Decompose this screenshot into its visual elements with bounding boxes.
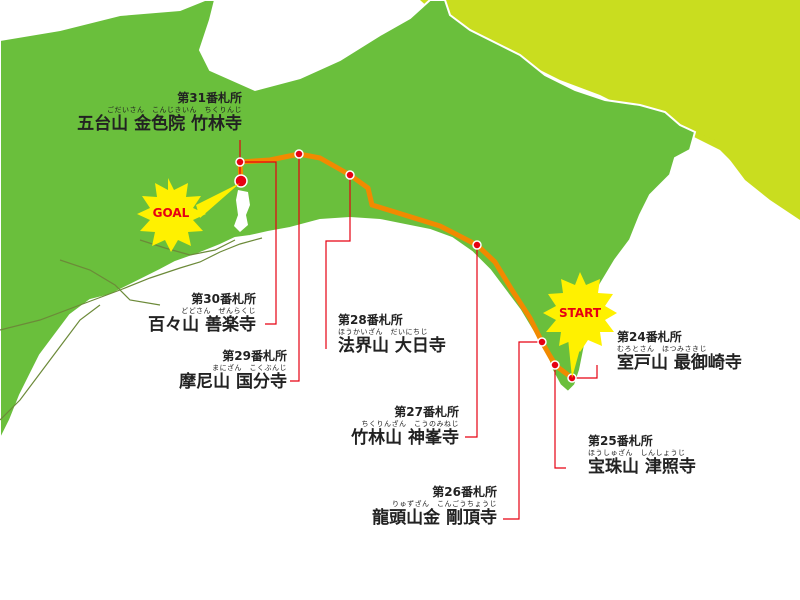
temple-label-t27: 第27番札所 ちくりんざん こうのみねじ 竹林山 神峯寺 (351, 406, 459, 447)
pilgrim-route (237, 151, 575, 381)
temple-dots (234, 149, 577, 383)
leader-line-t27 (465, 245, 478, 438)
temple-dot-t25 (550, 360, 560, 370)
leader-line-t26 (503, 341, 542, 520)
leader-line-t24 (572, 365, 598, 379)
temple-number: 第24番札所 (617, 330, 682, 344)
temple-label-t24: 第24番札所 むろとさん ほつみさきじ 室戸山 最御崎寺 (617, 331, 742, 372)
temple-reading: どどさん ぜんらくじ (181, 307, 256, 315)
temple-dot-t29 (294, 149, 304, 159)
temple-dot-t30 (235, 157, 245, 167)
temple-reading: むろとさん ほつみさきじ (617, 345, 707, 353)
temple-dot-t28 (345, 170, 355, 180)
temple-name: 法界山 大日寺 (338, 336, 446, 356)
leader-line-t25 (554, 365, 566, 469)
temple-label-t29: 第29番札所 まにざん こくぶんじ 摩尼山 国分寺 (179, 350, 287, 391)
temple-name: 龍頭山金 剛頂寺 (372, 508, 497, 528)
temple-number: 第31番札所 (177, 91, 242, 105)
temple-number: 第25番札所 (588, 434, 653, 448)
temple-reading: りゅずざん こんごうちょうじ (392, 500, 497, 508)
distant-land-right (650, 0, 800, 220)
temple-name: 宝珠山 津照寺 (588, 457, 696, 477)
bay-inlet (234, 190, 250, 232)
temple-label-t31: 第31番札所 ごだいさん こんじきいん ちくりんじ 五台山 金色院 竹林寺 (77, 92, 242, 133)
temple-number: 第30番札所 (191, 292, 256, 306)
temple-name: 竹林山 神峯寺 (351, 428, 459, 448)
temple-name: 百々山 善楽寺 (148, 315, 256, 335)
temple-number: 第28番札所 (338, 313, 403, 327)
temple-name: 五台山 金色院 竹林寺 (77, 114, 242, 134)
temple-number: 第29番札所 (222, 349, 287, 363)
temple-number: 第27番札所 (394, 405, 459, 419)
temple-label-t28: 第28番札所 ほうかいざん だいにちじ 法界山 大日寺 (338, 314, 446, 355)
temple-reading: ちくりんざん こうのみねじ (361, 420, 459, 428)
leader-line-t30 (240, 161, 277, 325)
temple-name: 摩尼山 国分寺 (179, 372, 287, 392)
temple-reading: ほうかいざん だいにちじ (338, 328, 428, 336)
temple-reading: まにざん こくぶんじ (212, 364, 287, 372)
leader-line-t29 (290, 154, 300, 382)
distant-land (0, 0, 800, 210)
temple-label-t30: 第30番札所 どどさん ぜんらくじ 百々山 善楽寺 (148, 293, 256, 334)
temple-dot-t26 (537, 337, 547, 347)
roads (0, 237, 263, 421)
goal-burst: GOAL (137, 178, 240, 252)
temple-dot-t27 (472, 240, 482, 250)
leader-lines (239, 140, 598, 520)
leader-line-t28 (325, 175, 351, 349)
start-label: START (559, 306, 602, 320)
temple-reading: ほうしゅざん しんしょうじ (588, 449, 686, 457)
temple-reading: ごだいさん こんじきいん ちくりんじ (107, 106, 242, 114)
temple-number: 第26番札所 (432, 485, 497, 499)
start-burst: START (543, 272, 617, 378)
goal-label: GOAL (153, 206, 190, 220)
main-land (0, 0, 697, 441)
temple-name: 室戸山 最御崎寺 (617, 353, 742, 373)
temple-label-t26: 第26番札所 りゅずざん こんごうちょうじ 龍頭山金 剛頂寺 (372, 486, 497, 527)
temple-label-t25: 第25番札所 ほうしゅざん しんしょうじ 宝珠山 津照寺 (588, 435, 696, 476)
